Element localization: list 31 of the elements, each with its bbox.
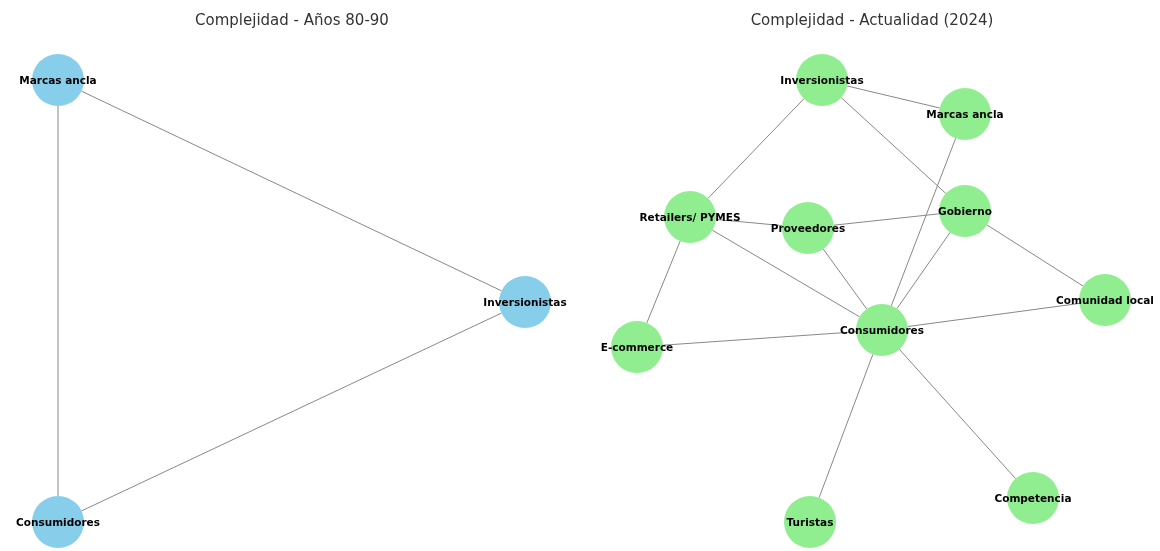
node-label: Consumidores — [16, 516, 100, 528]
chart-title: Complejidad - Años 80-90 — [195, 11, 389, 29]
connector-line — [986, 224, 1084, 287]
node-label: Retailers/ PYMES — [639, 211, 741, 223]
node-label: Consumidores — [840, 324, 924, 336]
connector-line — [898, 348, 1017, 480]
node-label: Comunidad local — [1056, 294, 1154, 306]
node-label: E-commerce — [600, 341, 674, 353]
node-label: Competencia — [994, 492, 1072, 504]
node-label: Marcas ancla — [19, 74, 97, 86]
connector-line — [896, 231, 951, 310]
connector-line — [81, 312, 502, 512]
connector-line — [833, 213, 940, 226]
connector-line — [846, 85, 941, 109]
node-label: Gobierno — [938, 205, 992, 217]
connector-line — [707, 98, 805, 199]
connector-line — [822, 248, 868, 310]
chart-title: Complejidad - Actualidad (2024) — [750, 11, 994, 29]
connector-line — [890, 137, 957, 307]
connector-line — [818, 353, 874, 499]
connector-line — [81, 90, 502, 292]
node-label: Turistas — [786, 516, 834, 528]
connector-line — [57, 105, 59, 497]
node-label: Marcas ancla — [926, 108, 1004, 120]
connector-line — [840, 97, 947, 194]
node-label: Proveedores — [770, 222, 846, 234]
node-label: Inversionistas — [780, 74, 864, 86]
connector-line — [907, 302, 1080, 328]
connector-line — [646, 240, 681, 324]
node-label: Inversionistas — [483, 296, 567, 308]
connector-line — [711, 229, 861, 318]
